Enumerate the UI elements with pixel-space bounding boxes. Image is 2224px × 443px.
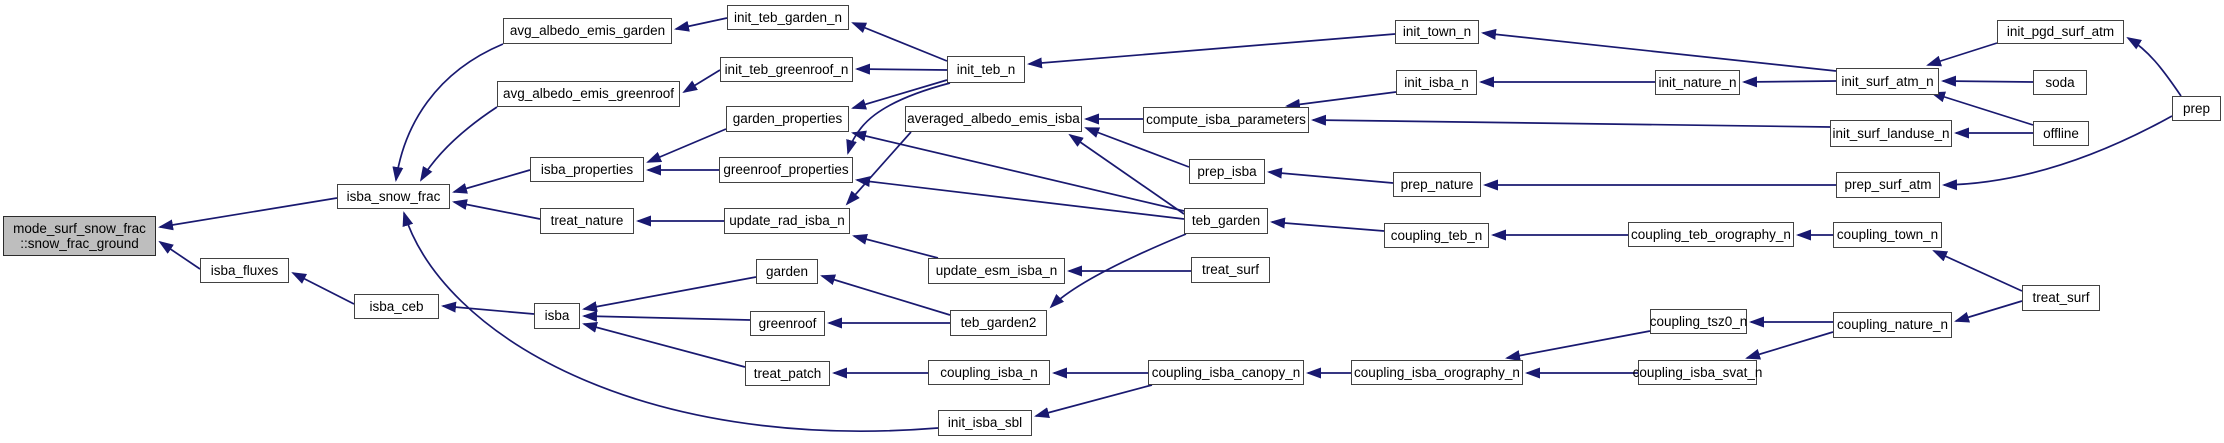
node-init_teb_greenroof_n[interactable]: init_teb_greenroof_n [720,57,853,82]
node-avg_albedo_emis_garden[interactable]: avg_albedo_emis_garden [503,18,672,44]
edge-averaged_albedo_emis_isba-to-update_rad_isba_n [845,131,912,206]
edge-treat_patch-to-isba [582,322,746,368]
edge-init_surf_atm_n-to-init_town_n [1481,28,1837,72]
node-init_isba_n[interactable]: init_isba_n [1396,70,1477,95]
node-init_surf_atm_n[interactable]: init_surf_atm_n [1836,68,1939,95]
edge-offline-to-init_surf_atm_n [1930,91,2034,126]
edge-garden-to-isba [582,276,757,313]
edge-update_esm_isba_n-to-update_rad_isba_n [852,233,939,259]
node-teb_garden2[interactable]: teb_garden2 [950,310,1047,336]
node-greenroof_properties[interactable]: greenroof_properties [719,157,853,183]
node-offline[interactable]: offline [2033,121,2089,146]
edge-teb_garden-to-teb_garden2 [1049,233,1187,309]
node-averaged_albedo_emis_isba[interactable]: averaged_albedo_emis_isba [905,106,1082,132]
node-init_nature_n[interactable]: init_nature_n [1655,70,1740,95]
edge-prep_nature-to-prep_isba [1267,167,1394,184]
edge-init_pgd_surf_atm-to-init_surf_atm_n [1926,42,1998,67]
edge-isba_snow_frac-to-snow_frac_ground [158,197,338,231]
node-init_surf_landuse_n[interactable]: init_surf_landuse_n [1830,120,1952,147]
node-init_teb_garden_n[interactable]: init_teb_garden_n [727,5,849,30]
edge-init_teb_garden_n-to-avg_albedo_emis_garden [674,17,728,32]
node-update_rad_isba_n[interactable]: update_rad_isba_n [724,208,850,234]
edge-prep-to-prep_surf_atm [1942,115,2173,191]
node-coupling_isba_n[interactable]: coupling_isba_n [928,360,1050,385]
edge-isba_ceb-to-isba_fluxes [291,272,355,305]
node-treat_patch[interactable]: treat_patch [745,361,830,386]
edge-prep-to-init_pgd_surf_atm [2126,36,2182,97]
edge-avg_albedo_emis_greenroof-to-isba_snow_frac [419,106,498,182]
node-avg_albedo_emis_greenroof[interactable]: avg_albedo_emis_greenroof [497,81,680,107]
node-isba_ceb[interactable]: isba_ceb [354,294,439,319]
edge-avg_albedo_emis_garden-to-isba_snow_frac [392,43,504,182]
edge-soda-to-init_surf_atm_n [1941,75,2034,87]
edge-garden_properties-to-isba_properties [646,128,727,163]
edge-isba_properties-to-isba_snow_frac [452,169,531,194]
node-init_isba_sbl[interactable]: init_isba_sbl [938,410,1032,436]
node-coupling_isba_canopy_n[interactable]: coupling_isba_canopy_n [1148,360,1304,385]
node-prep_isba[interactable]: prep_isba [1189,159,1265,184]
edge-init_teb_greenroof_n-to-avg_albedo_emis_greenroof [682,69,721,94]
node-treat_nature[interactable]: treat_nature [540,208,634,234]
edge-greenroof-to-isba [582,310,751,322]
node-isba[interactable]: isba [534,303,580,329]
edge-init_teb_n-to-greenroof_properties [846,82,951,155]
edge-teb_garden-to-garden_properties [851,130,1185,212]
edge-coupling_nature_n-to-coupling_isba_svat_n [1745,331,1834,360]
node-greenroof[interactable]: greenroof [750,311,825,336]
edge-treat_surf_right-to-coupling_nature_n [1954,300,2023,323]
node-isba_properties[interactable]: isba_properties [530,157,644,182]
node-init_town_n[interactable]: init_town_n [1395,20,1479,44]
node-coupling_teb_orography_n[interactable]: coupling_teb_orography_n [1628,222,1794,247]
node-soda[interactable]: soda [2033,70,2087,95]
node-treat_surf_right[interactable]: treat_surf [2022,285,2100,311]
edge-init_surf_atm_n-to-init_nature_n [1742,76,1837,88]
edge-treat_surf_right-to-coupling_town_n [1932,250,2023,292]
node-update_esm_isba_n[interactable]: update_esm_isba_n [928,258,1065,284]
node-coupling_isba_svat_n[interactable]: coupling_isba_svat_n [1633,360,1762,385]
edge-init_isba_sbl-to-isba_snow_frac [402,211,939,432]
node-coupling_teb_n[interactable]: coupling_teb_n [1384,223,1489,248]
edge-coupling_tsz0_n-to-coupling_isba_orography_n [1505,330,1651,361]
edge-isba_fluxes-to-snow_frac_ground [158,240,201,270]
edge-teb_garden2-to-garden [820,274,951,316]
edge-coupling_teb_n-to-teb_garden [1270,217,1385,232]
edge-treat_nature-to-isba_snow_frac [452,199,541,220]
edge-teb_garden-to-greenroof_properties [855,176,1185,220]
edge-group [158,17,2182,432]
edge-init_teb_n-to-init_teb_garden_n [851,22,948,62]
node-init_pgd_surf_atm[interactable]: init_pgd_surf_atm [1997,20,2124,44]
edge-init_teb_n-to-init_teb_greenroof_n [855,63,948,75]
edge-init_surf_landuse_n-to-compute_isba_parameters [1311,114,1831,128]
node-isba_fluxes[interactable]: isba_fluxes [200,258,289,283]
edge-init_town_n-to-init_teb_n [1027,33,1396,69]
node-compute_isba_parameters[interactable]: compute_isba_parameters [1143,107,1309,133]
node-init_teb_n[interactable]: init_teb_n [947,56,1025,83]
node-teb_garden[interactable]: teb_garden [1184,208,1268,234]
node-coupling_tsz0_n[interactable]: coupling_tsz0_n [1650,309,1747,334]
node-coupling_isba_orography_n[interactable]: coupling_isba_orography_n [1351,360,1523,385]
node-prep[interactable]: prep [2172,96,2221,121]
node-isba_snow_frac[interactable]: isba_snow_frac [337,184,450,209]
node-coupling_nature_n[interactable]: coupling_nature_n [1833,312,1952,338]
edge-isba-to-isba_ceb [441,301,535,315]
node-snow_frac_ground: mode_surf_snow_frac ::snow_frac_ground [3,216,156,256]
node-garden[interactable]: garden [756,259,818,284]
edge-coupling_isba_canopy_n-to-init_isba_sbl [1034,384,1153,418]
edge-prep_isba-to-averaged_albedo_emis_isba [1084,127,1190,168]
node-treat_surf_mid[interactable]: treat_surf [1191,257,1270,283]
edge-init_isba_n-to-compute_isba_parameters [1285,91,1397,110]
edge-teb_garden-to-averaged_albedo_emis_isba [1068,133,1185,215]
node-coupling_town_n[interactable]: coupling_town_n [1833,222,1942,248]
node-prep_surf_atm[interactable]: prep_surf_atm [1836,172,1940,198]
edge-init_teb_n-to-garden_properties [851,79,948,110]
node-garden_properties[interactable]: garden_properties [726,106,849,132]
node-prep_nature[interactable]: prep_nature [1393,172,1481,197]
